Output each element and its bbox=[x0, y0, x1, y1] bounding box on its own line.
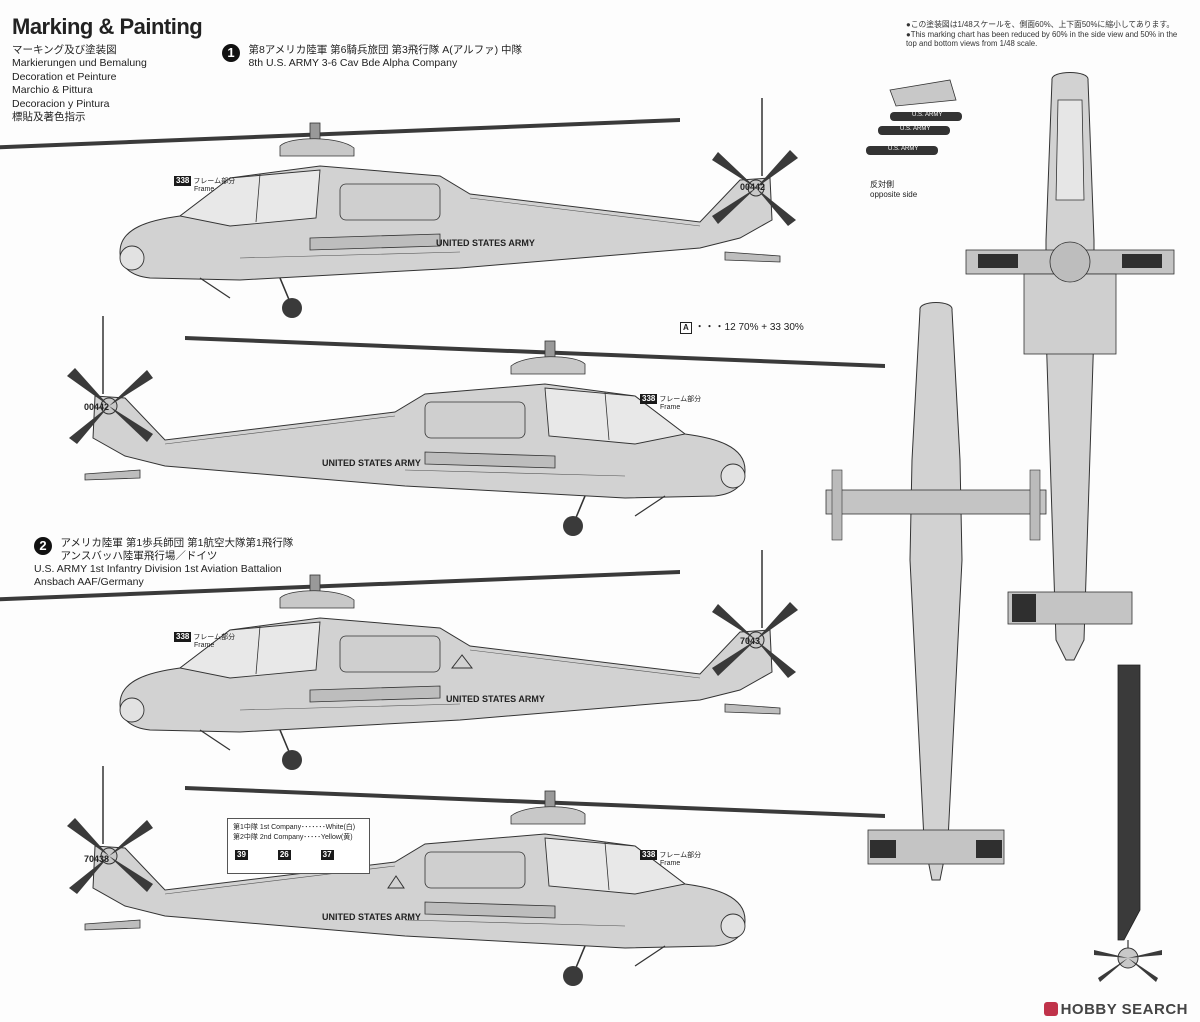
subtitle-cn: 標貼及著色指示 bbox=[12, 111, 86, 124]
scale-note-jp: ●この塗装図は1/48スケールを、側面60%、上下面50%に縮小してあります。 bbox=[906, 20, 1175, 29]
scheme-2-number: 2 bbox=[34, 537, 52, 555]
scheme-2-en1: U.S. ARMY 1st Infantry Division 1st Avia… bbox=[34, 563, 282, 575]
frame-en: Frame bbox=[660, 404, 681, 411]
watermark-text: HOBBY SEARCH bbox=[1060, 1001, 1188, 1018]
fuselage-text-s2b: UNITED STATES ARMY bbox=[322, 912, 421, 922]
legend-item-26: 26 bbox=[277, 850, 291, 860]
decal-338-tag: 338 bbox=[174, 632, 192, 642]
decal-338-tag: 338 bbox=[174, 176, 192, 186]
opposite-side-en: opposite side bbox=[870, 190, 918, 199]
scheme-2-header: 2 アメリカ陸軍 第1歩兵師団 第1航空大隊第1飛行隊 アンスバッハ陸軍飛行場／… bbox=[34, 537, 293, 564]
frame-jp: フレーム部分 bbox=[659, 396, 702, 403]
tail-fin-detail bbox=[1094, 664, 1162, 982]
company-color-legend: 第1中隊 1st Company･･･････White(白) 第2中隊 2nd… bbox=[227, 818, 370, 874]
subtitle-de: Markierungen und Bemalung bbox=[12, 57, 147, 70]
scale-note-en2: top and bottom views from 1/48 scale. bbox=[906, 39, 1038, 49]
rocket-text-3: U.S. ARMY bbox=[888, 146, 919, 152]
frame-label-4: 338 フレーム部分 Frame bbox=[640, 850, 701, 868]
hobby-search-logo-icon bbox=[1043, 1002, 1058, 1016]
scheme-1-jp: 第8アメリカ陸軍 第6騎兵旅団 第3飛行隊 A(アルファ) 中隊 bbox=[248, 44, 523, 56]
scheme-2-jp2: アンスバッハ陸軍飛行場／ドイツ bbox=[60, 550, 218, 562]
rocket-text-1: U.S. ARMY bbox=[912, 112, 943, 118]
frame-label-2: 338 フレーム部分 Frame bbox=[640, 394, 701, 412]
rocket-pod-detail bbox=[866, 79, 962, 155]
scheme-1-header: 1 第8アメリカ陸軍 第6騎兵旅団 第3飛行隊 A(アルファ) 中隊 8th U… bbox=[222, 44, 522, 71]
scheme-1-number: 1 bbox=[222, 44, 240, 62]
frame-en: Frame bbox=[194, 642, 215, 649]
bottom-view bbox=[825, 302, 1047, 881]
color-code-box: A bbox=[680, 322, 692, 334]
serial-s1b: 00442 bbox=[84, 402, 110, 412]
scheme-2-jp1: アメリカ陸軍 第1歩兵師団 第1航空大隊第1飛行隊 bbox=[60, 537, 294, 549]
legend-row-2: 第2中隊 2nd Company･････Yellow(黄) bbox=[233, 834, 353, 841]
subtitle-es: Decoracion y Pintura bbox=[12, 97, 110, 110]
color-mix-text: ・・・12 70% + 33 30% bbox=[694, 322, 804, 333]
frame-jp: フレーム部分 bbox=[193, 634, 236, 641]
opposite-side-note: 反対側 opposite side bbox=[870, 180, 917, 200]
scale-note-en1: ●This marking chart has been reduced by … bbox=[906, 29, 1178, 39]
fuselage-text-s1a: UNITED STATES ARMY bbox=[436, 238, 535, 248]
frame-en: Frame bbox=[194, 186, 215, 193]
opposite-side-jp: 反対側 bbox=[870, 180, 894, 189]
legend-row-1: 第1中隊 1st Company･･･････White(白) bbox=[233, 824, 356, 831]
fuselage-text-s2a: UNITED STATES ARMY bbox=[446, 694, 545, 704]
decal-338-tag: 338 bbox=[640, 394, 658, 404]
serial-s2b: 70438 bbox=[84, 854, 110, 864]
frame-jp: フレーム部分 bbox=[193, 178, 236, 185]
subtitle-it: Marchio & Pittura bbox=[12, 84, 93, 97]
fuselage-text-s1b: UNITED STATES ARMY bbox=[322, 458, 421, 468]
frame-jp: フレーム部分 bbox=[659, 852, 702, 859]
frame-label-3: 338 フレーム部分 Frame bbox=[174, 632, 235, 650]
scheme-1-en: 8th U.S. ARMY 3-6 Cav Bde Alpha Company bbox=[248, 57, 458, 69]
frame-en: Frame bbox=[660, 860, 681, 867]
scale-note: ●この塗装図は1/48スケールを、側面60%、上下面50%に縮小してあります。 … bbox=[906, 20, 1196, 49]
title-translations: マーキング及び塗装図 Markierungen und Bemalung Dec… bbox=[12, 44, 147, 124]
rocket-text-2: U.S. ARMY bbox=[900, 126, 931, 132]
scheme-2-english: U.S. ARMY 1st Infantry Division 1st Avia… bbox=[34, 563, 282, 589]
subtitle-fr: Decoration et Peinture bbox=[12, 70, 117, 83]
scheme-2-en2: Ansbach AAF/Germany bbox=[34, 576, 144, 588]
frame-label-1: 338 フレーム部分 Frame bbox=[174, 176, 235, 194]
serial-s2a: 7043 bbox=[740, 636, 761, 646]
legend-items: 39 26 37 bbox=[233, 850, 364, 860]
serial-s1a: 00442 bbox=[740, 182, 766, 192]
top-view bbox=[965, 72, 1175, 661]
legend-item-39: 39 bbox=[235, 850, 248, 860]
hobby-search-watermark: HOBBY SEARCH bbox=[1043, 1001, 1188, 1018]
legend-item-37: 37 bbox=[320, 850, 334, 860]
subtitle-jp: マーキング及び塗装図 bbox=[12, 44, 117, 56]
decal-338-tag: 338 bbox=[640, 850, 658, 860]
color-mix-note: A ・・・12 70% + 33 30% bbox=[680, 318, 804, 334]
page-title: Marking & Painting bbox=[12, 14, 203, 39]
